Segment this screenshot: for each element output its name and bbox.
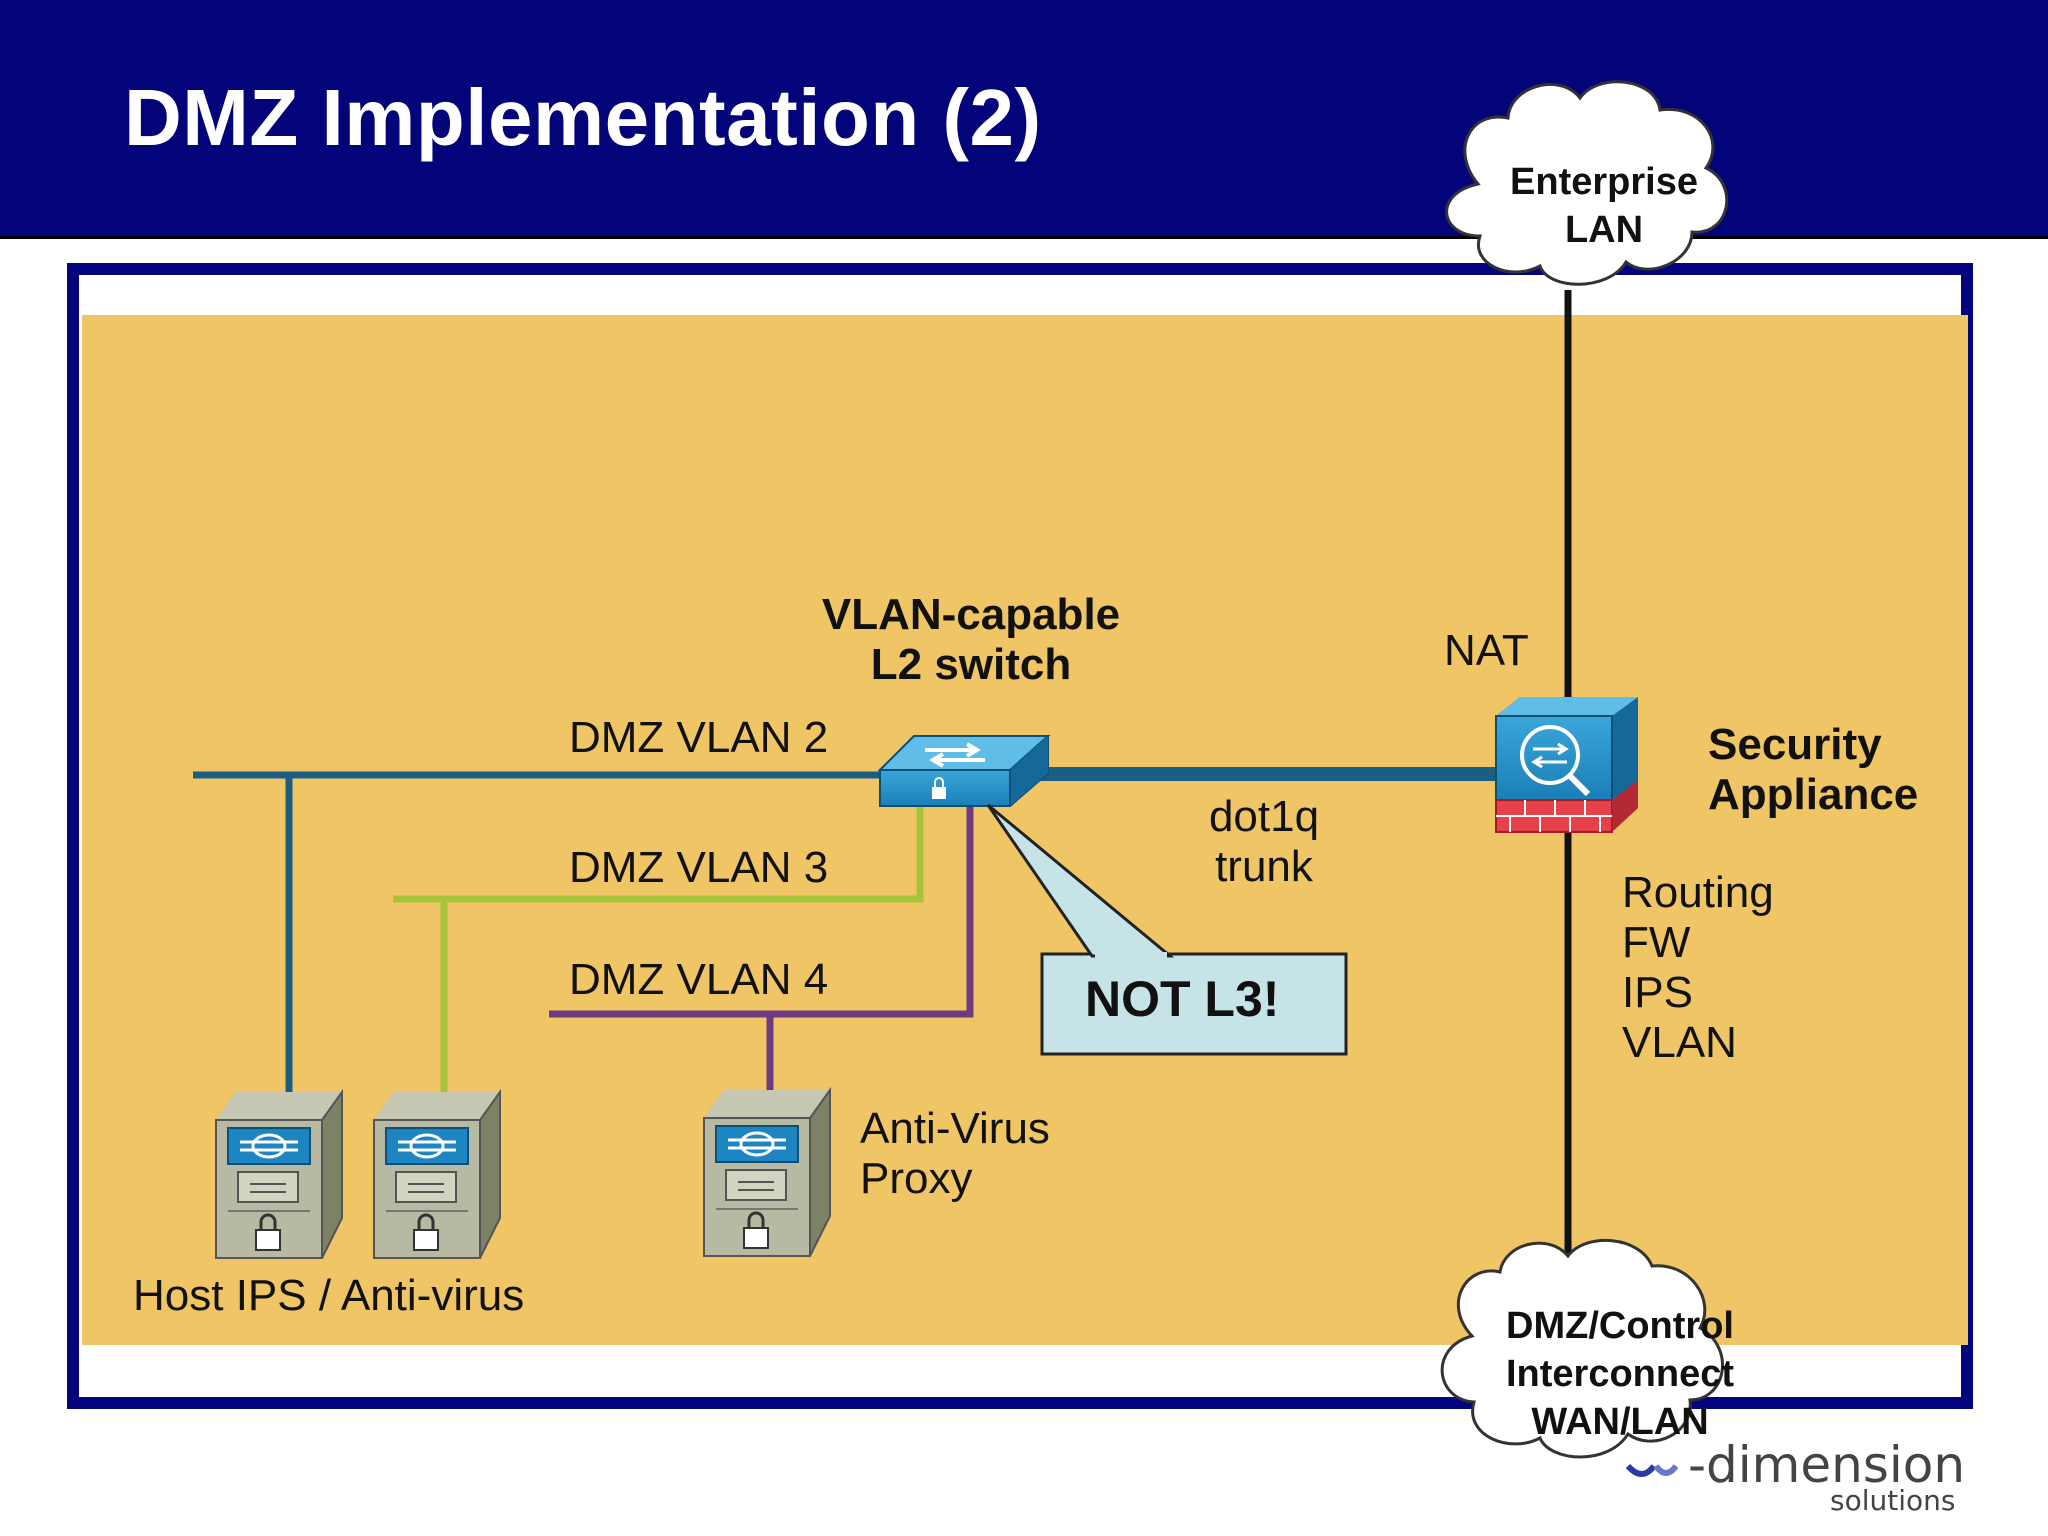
appliance-features-list: Routing FW IPS VLAN xyxy=(1622,868,1774,1068)
enterprise-lan-line-1: Enterprise xyxy=(1510,161,1698,203)
feature-vlan: VLAN xyxy=(1622,1018,1737,1067)
dimension-logo-icon xyxy=(1625,1463,1679,1477)
vlan4-line xyxy=(549,800,974,1092)
trunk-label-line-1: dot1q xyxy=(1208,792,1320,841)
slide-title: DMZ Implementation (2) xyxy=(124,73,1042,162)
feature-fw: FW xyxy=(1622,918,1691,967)
nat-label: NAT xyxy=(1444,626,1529,675)
feature-ips: IPS xyxy=(1622,968,1693,1017)
vlan2-line xyxy=(193,771,900,1095)
security-appliance-label: Security Appliance xyxy=(1708,720,1918,820)
security-appliance-line-2: Appliance xyxy=(1708,770,1919,819)
switch-label: VLAN-capable L2 switch xyxy=(818,590,1124,690)
antivirus-proxy-line-1: Anti-Virus xyxy=(860,1104,1050,1153)
logo-subtitle: solutions xyxy=(1830,1484,1956,1517)
l2-switch-icon xyxy=(877,735,1051,807)
antivirus-proxy-label: Anti-Virus Proxy xyxy=(860,1104,1050,1204)
vlan2-label: DMZ VLAN 2 xyxy=(569,713,829,762)
antivirus-proxy-line-2: Proxy xyxy=(860,1154,973,1203)
title-bar: DMZ Implementation (2) xyxy=(0,0,2048,239)
vlan3-line xyxy=(393,800,924,1095)
enterprise-lan-label: Enterprise LAN xyxy=(1504,158,1704,254)
host-server-2-icon xyxy=(373,1088,501,1259)
vlan3-label: DMZ VLAN 3 xyxy=(569,843,829,892)
dmz-wan-lan-line-3: WAN/LAN xyxy=(1531,1401,1709,1443)
host-server-1-icon xyxy=(215,1088,343,1259)
switch-label-line-2: L2 switch xyxy=(870,640,1072,689)
dmz-wan-lan-line-2: Interconnect xyxy=(1505,1353,1735,1395)
dmz-wan-lan-label: DMZ/Control Interconnect WAN/LAN xyxy=(1480,1302,1760,1446)
switch-label-line-1: VLAN-capable xyxy=(821,590,1121,639)
enterprise-lan-cloud-icon xyxy=(1445,80,1729,286)
vlan4-label: DMZ VLAN 4 xyxy=(569,955,829,1004)
security-appliance-icon xyxy=(1495,697,1638,833)
not-l3-callout-text: NOT L3! xyxy=(1085,971,1280,1027)
not-l3-callout xyxy=(986,803,1348,1056)
feature-routing: Routing xyxy=(1622,868,1774,917)
dmz-wan-lan-cloud-icon xyxy=(1440,1238,1724,1459)
host-ips-label: Host IPS / Anti-virus xyxy=(133,1271,525,1320)
dmz-wan-lan-line-1: DMZ/Control xyxy=(1506,1305,1734,1347)
trunk-label: dot1q trunk xyxy=(1206,792,1322,892)
trunk-label-line-2: trunk xyxy=(1215,842,1313,891)
enterprise-lan-line-2: LAN xyxy=(1564,209,1644,251)
security-appliance-line-1: Security xyxy=(1708,720,1882,769)
antivirus-proxy-server-icon xyxy=(703,1086,831,1257)
logo-wordmark: -dimension xyxy=(1688,1436,1966,1494)
